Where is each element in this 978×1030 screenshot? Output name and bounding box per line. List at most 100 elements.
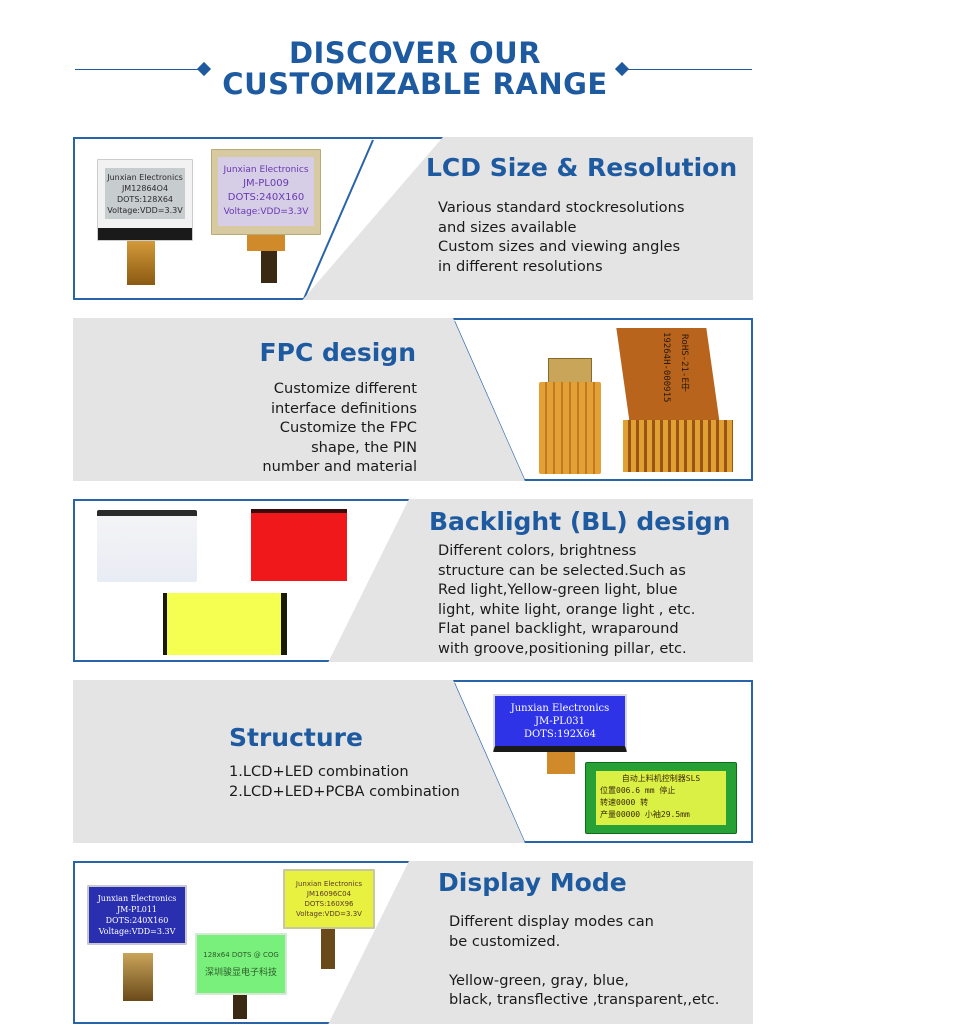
description-line: light, white light, orange light , etc. — [438, 600, 696, 618]
description-line: Different display modes can — [449, 913, 654, 930]
fpc-ribbon — [321, 929, 335, 969]
module-text: 128x64 DOTS @ COG — [203, 951, 279, 959]
description-line: black, transflective ,transparent,,etc. — [449, 991, 720, 1009]
display-mode-image: Junxian Electronics JM-PL011 DOTS:240X16… — [73, 861, 409, 1024]
title-line-2: CUSTOMIZABLE RANGE — [222, 67, 608, 101]
lcd-glass: Junxian Electronics JM-PL009 DOTS:240X16… — [218, 156, 314, 226]
description-line: 1.LCD+LED combination — [229, 763, 409, 780]
red-backlight — [251, 509, 347, 581]
module-text: DOTS:160X96 — [304, 900, 354, 908]
description-line: in different resolutions — [438, 257, 603, 275]
section-lcd-size: Junxian Electronics JM12864O4 DOTS:128X6… — [73, 137, 753, 300]
green-pcb-module: 自动上料机控制器SLS 位置006.6 mm 停止 转速0000 转 产量000… — [585, 762, 737, 834]
description-line: Customize the FPC — [279, 419, 417, 437]
description-line: Red light,Yellow-green light, blue — [438, 581, 678, 599]
module-text: JM-PL009 — [243, 178, 289, 190]
module-text: Junxian Electronics — [107, 172, 183, 182]
fpc-pins — [623, 420, 733, 472]
section-description: Various standard stockresolutions and si… — [438, 198, 684, 276]
fpc-connector — [247, 235, 285, 251]
lcd-glass: 128x64 DOTS @ COG 深圳骏显电子科技 — [201, 938, 282, 989]
description-line: 2.LCD+LED+PCBA combination — [229, 782, 460, 800]
module-text: DOTS:192X64 — [523, 729, 597, 740]
section-title: Display Mode — [438, 868, 627, 897]
fpc-ribbon — [261, 251, 277, 283]
structure-image: Junxian Electronics JM-PL031 DOTS:192X64… — [453, 680, 753, 843]
module-text: 位置006.6 mm 停止 — [600, 786, 676, 795]
fpc-image: 19264H-000915 RoHS-21-E中 — [453, 318, 753, 481]
module-text: Junxian Electronics — [223, 165, 309, 176]
module-text: Junxian Electronics — [295, 880, 363, 888]
white-backlight — [97, 510, 197, 582]
description-line: Custom sizes and viewing angles — [438, 238, 681, 256]
section-description: 1.LCD+LED combination 2.LCD+LED+PCBA com… — [229, 762, 460, 801]
backlight-image — [73, 499, 409, 662]
blue-lcd-module: Junxian Electronics JM-PL031 DOTS:192X64 — [493, 694, 627, 752]
module-text: Junxian Electronics — [510, 703, 610, 714]
module-text: DOTS:240X160 — [227, 192, 305, 204]
fpc-label: RoHS-21-E中 — [679, 334, 689, 392]
section-title: Structure — [229, 723, 363, 752]
lcd-glass: Junxian Electronics JM-PL031 DOTS:192X64 — [498, 699, 623, 744]
module-text: JM16096C04 — [306, 890, 352, 898]
section-title: Backlight (BL) design — [429, 507, 731, 536]
title-line-1: DISCOVER OUR — [288, 36, 542, 70]
module-text: Voltage:VDD=3.3V — [98, 927, 176, 936]
lcd-module-240x160: Junxian Electronics JM-PL009 DOTS:240X16… — [211, 149, 321, 235]
section-description: Different display modes can be customize… — [449, 912, 719, 1010]
module-text: JM12864O4 — [121, 183, 169, 193]
lcd-glass: Junxian Electronics JM12864O4 DOTS:128X6… — [104, 168, 186, 220]
fpc-connector — [547, 752, 575, 774]
description-line: with groove,positioning pillar, etc. — [438, 639, 687, 657]
fpc-board — [539, 382, 601, 474]
description-line: and sizes available — [438, 218, 577, 236]
section-description: Different colors, brightness structure c… — [438, 541, 695, 659]
lcd-bezel — [98, 228, 192, 240]
fpc-ribbon — [123, 953, 153, 1001]
fpc-label: 19264H-000915 — [661, 332, 671, 403]
module-text: 深圳骏显电子科技 — [204, 968, 277, 978]
module-text: 自动上料机控制器SLS — [621, 774, 701, 783]
description-line: Customize different — [273, 380, 417, 397]
module-text: 转速0000 转 — [600, 798, 649, 807]
description-line: Various standard stockresolutions — [438, 199, 685, 216]
section-title: LCD Size & Resolution — [426, 153, 738, 182]
description-line: structure can be selected.Such as — [438, 561, 686, 579]
module-text: DOTS:240X160 — [105, 916, 169, 925]
diagonal-border — [302, 139, 374, 300]
section-backlight: Backlight (BL) design Different colors, … — [73, 499, 753, 662]
description-line: number and material — [262, 458, 417, 476]
description-line: Flat panel backlight, wraparound — [438, 620, 679, 638]
blue-lcd-module: Junxian Electronics JM-PL011 DOTS:240X16… — [87, 885, 187, 945]
module-text: Voltage:VDD=3.3V — [223, 207, 309, 218]
description-line: be customized. — [449, 932, 561, 950]
section-description: Customize different interface definition… — [173, 379, 417, 477]
lcd-glass: Junxian Electronics JM16096C04 DOTS:160X… — [288, 873, 371, 925]
header-rule-right — [626, 69, 752, 70]
header-rule-left — [75, 69, 203, 70]
page-title: DISCOVER OUR CUSTOMIZABLE RANGE — [190, 38, 640, 100]
green-lcd-module: 128x64 DOTS @ COG 深圳骏显电子科技 — [195, 933, 287, 995]
module-text: JM-PL031 — [534, 716, 586, 727]
description-line: interface definitions — [270, 399, 417, 417]
yellow-lcd-module: Junxian Electronics JM16096C04 DOTS:160X… — [283, 869, 375, 929]
lcd-glass: 自动上料机控制器SLS 位置006.6 mm 停止 转速0000 转 产量000… — [596, 771, 726, 825]
lcd-module-128x64: Junxian Electronics JM12864O4 DOTS:128X6… — [97, 159, 193, 241]
section-structure: Structure 1.LCD+LED combination 2.LCD+LE… — [73, 680, 753, 843]
section-fpc-design: FPC design Customize different interface… — [73, 318, 753, 481]
module-text: DOTS:128X64 — [116, 194, 174, 204]
fpc-ribbon — [233, 995, 247, 1019]
description-line: Different colors, brightness — [438, 542, 637, 559]
fpc-ribbon — [127, 241, 155, 285]
lcd-size-image: Junxian Electronics JM12864O4 DOTS:128X6… — [73, 137, 443, 300]
module-text: Voltage:VDD=3.3V — [296, 910, 362, 918]
page-header: DISCOVER OUR CUSTOMIZABLE RANGE — [0, 0, 978, 120]
section-display-mode: Junxian Electronics JM-PL011 DOTS:240X16… — [73, 861, 753, 1024]
section-title: FPC design — [259, 338, 416, 367]
description-line: shape, the PIN — [311, 438, 417, 456]
description-line: Yellow-green, gray, blue, — [449, 971, 629, 989]
description-spacer — [449, 951, 719, 971]
lcd-glass: Junxian Electronics JM-PL011 DOTS:240X16… — [92, 889, 182, 941]
module-text: Junxian Electronics — [97, 894, 177, 903]
module-text: JM-PL011 — [116, 905, 158, 914]
